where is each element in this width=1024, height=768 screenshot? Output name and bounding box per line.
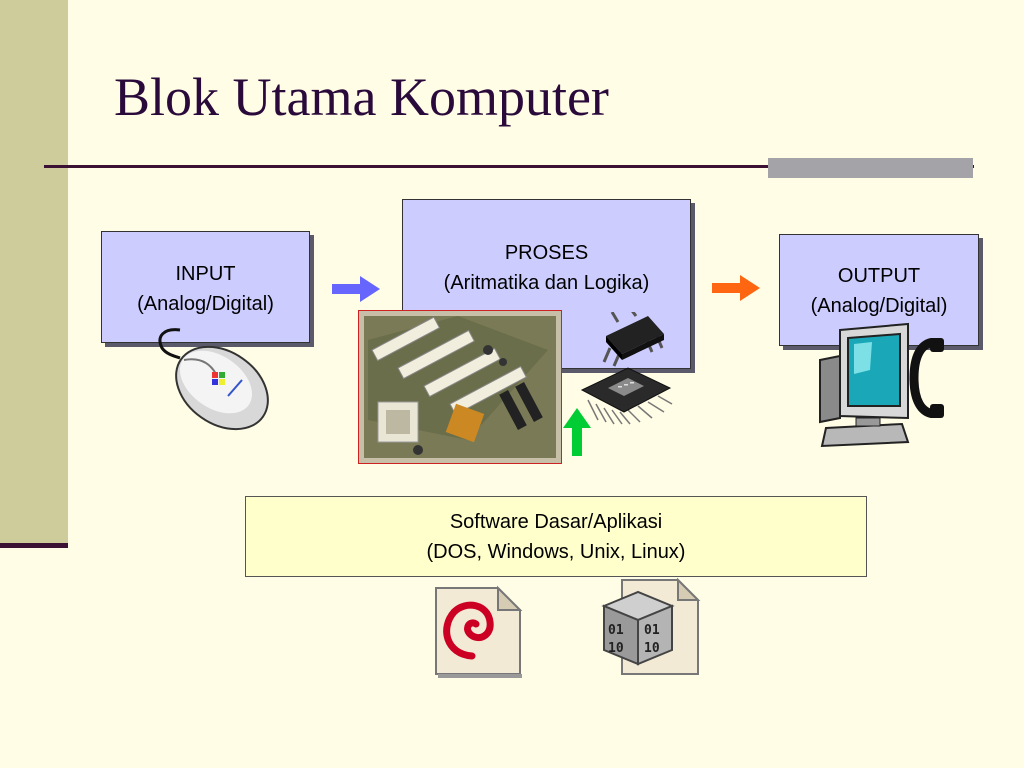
binary-text-bottom: 10 <box>608 641 624 656</box>
title-rule-accent <box>768 158 973 178</box>
title-rule <box>44 165 974 168</box>
arrow-proses-to-output-icon <box>712 275 760 301</box>
arrow-input-to-proses-icon <box>332 276 380 302</box>
slide-title: Blok Utama Komputer <box>114 67 609 127</box>
monitor-icon <box>819 322 910 448</box>
binary-text-top: 01 <box>608 623 624 638</box>
debian-file-icon <box>435 585 523 678</box>
proses-label: PROSES <box>504 242 589 264</box>
side-decoration-bar <box>0 0 68 546</box>
telephone-icon <box>909 338 944 418</box>
side-decoration-line <box>0 543 68 548</box>
binary-text-right-bottom: 10 <box>644 641 660 656</box>
output-sublabel: (Analog/Digital) <box>810 295 948 317</box>
software-box: Software Dasar/Aplikasi (DOS, Windows, U… <box>245 496 867 577</box>
mouse-icon <box>158 328 269 431</box>
binary-text-right-top: 01 <box>644 623 660 638</box>
input-box: INPUT (Analog/Digital) <box>101 231 310 343</box>
output-label: OUTPUT <box>837 265 921 287</box>
input-label: INPUT <box>175 263 236 285</box>
motherboard-image <box>358 310 562 464</box>
proses-sublabel: (Aritmatika dan Logika) <box>443 272 650 294</box>
software-label: Software Dasar/Aplikasi <box>449 511 663 533</box>
software-sublabel: (DOS, Windows, Unix, Linux) <box>426 541 686 563</box>
input-sublabel: (Analog/Digital) <box>137 293 274 315</box>
microprocessor-icon <box>580 367 673 425</box>
chip-icon <box>602 312 664 367</box>
arrow-software-to-proses-icon <box>563 408 591 456</box>
binary-file-icon: 01 10 01 10 <box>601 577 701 675</box>
